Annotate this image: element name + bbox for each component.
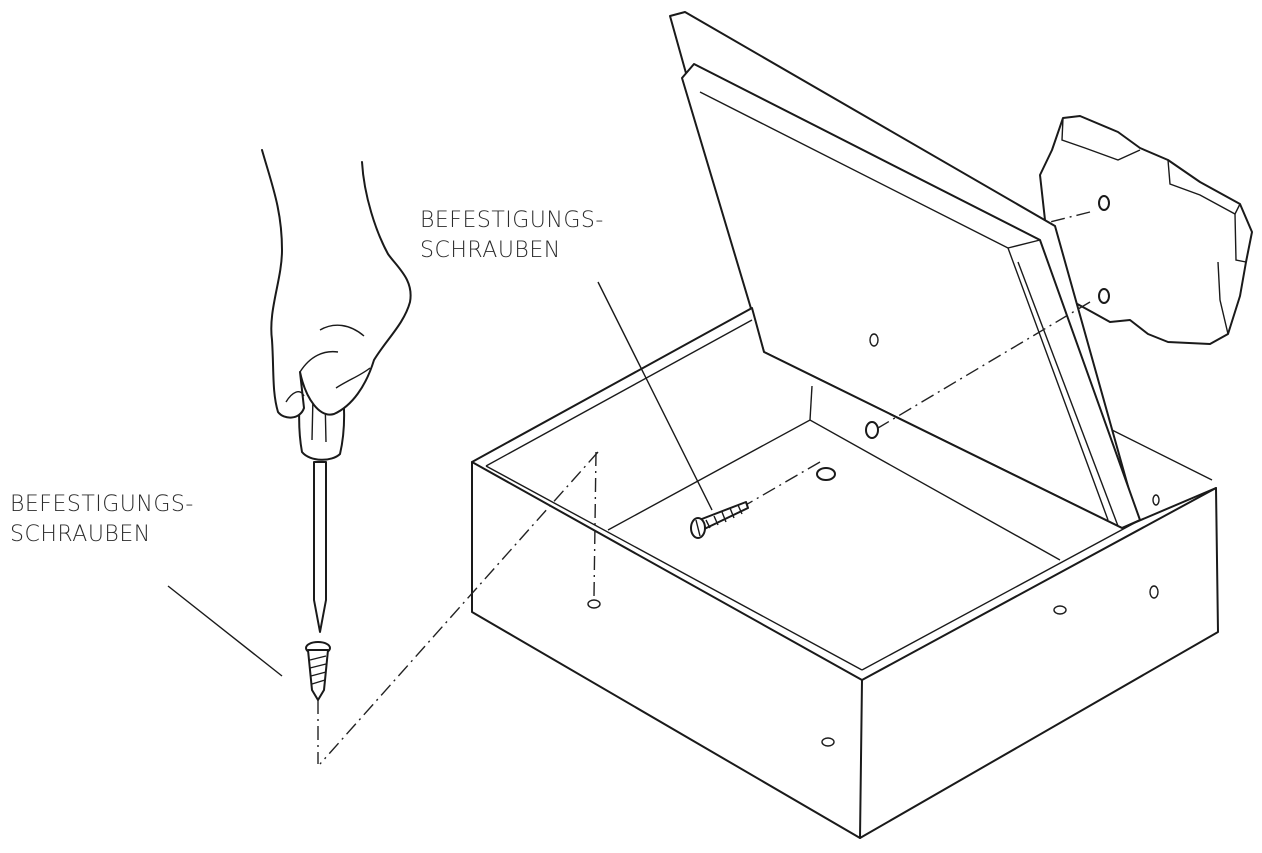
hand-screwdriver [261,149,412,701]
label-mounting-screws-inside: BEFESTIGUNGS- SCHRAUBEN [420,206,604,266]
leader-line-left [167,585,283,677]
screw-inside [690,501,749,539]
alignment-lines [317,211,1091,765]
label-line-2: SCHRAUBEN [10,522,151,547]
label-line-1: BEFESTIGUNGS- [10,492,194,517]
leader-line-inside [597,281,713,511]
label-line-1: BEFESTIGUNGS- [420,208,604,233]
label-line-2: SCHRAUBEN [420,238,561,263]
box-body [471,307,1219,839]
label-mounting-screws-left: BEFESTIGUNGS- SCHRAUBEN [10,490,194,550]
